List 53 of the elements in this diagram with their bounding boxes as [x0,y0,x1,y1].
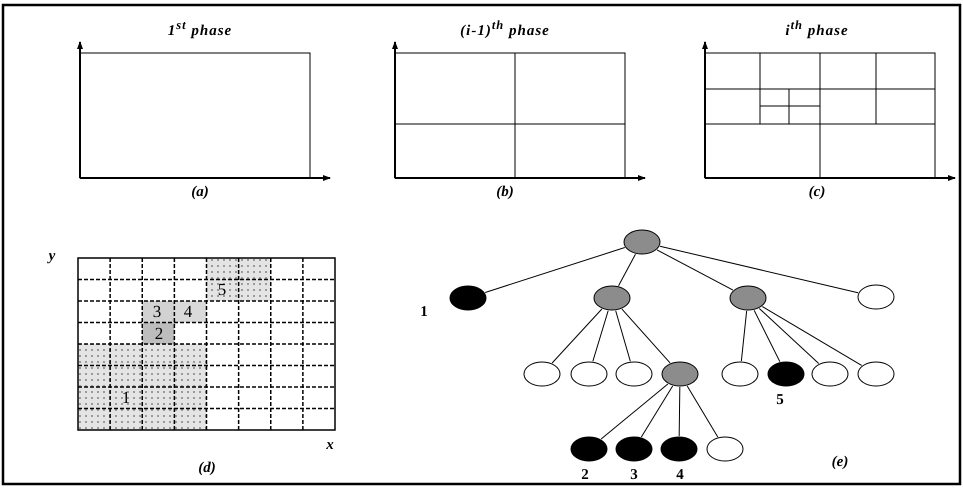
tree-edge [621,308,671,364]
tree-edge [740,310,748,362]
panel-title: 1$^{st}$ phase [168,17,232,39]
tree-node [570,436,608,462]
tree-edge [592,310,609,362]
tree-node [570,361,608,387]
tree-node [660,436,698,462]
tree-edge [762,306,862,366]
tree-node [449,285,487,311]
tree-node [857,284,895,310]
panel-title: i$^{th}$ phase [785,17,849,39]
node-number: 1 [420,304,428,320]
panel-label: (b) [496,184,514,200]
panel-label: (d) [198,460,216,476]
tree-node [706,436,744,462]
panel-label: (a) [191,184,209,200]
tree-edge [656,249,734,291]
region-number: 1 [122,390,130,406]
tree-edge [600,384,668,440]
region-number: 3 [152,304,162,320]
panel-label: (e) [832,454,848,470]
axis-label: x [326,437,334,453]
tree-node [593,285,631,311]
tree-node [729,285,767,311]
region-number: 2 [154,326,164,342]
node-number: 3 [630,467,638,483]
tree-edge [686,386,718,438]
tree-edge [484,247,626,293]
node-number: 2 [581,467,589,483]
panel-title: (i-1)$^{th}$ phase [460,17,550,39]
tree-node [857,361,895,387]
tree-edge [678,386,680,436]
tree-node [811,361,849,387]
tree-node [721,361,759,387]
axis-label: y [48,248,56,264]
tree-node [623,229,661,255]
tree-node [615,361,653,387]
node-number: 4 [676,467,684,483]
tree-edge [640,385,674,438]
panel-label: (c) [808,184,826,200]
tree-edge [618,254,636,286]
tree-node [661,361,699,387]
tree-node [523,361,561,387]
tree-edge [758,308,820,364]
tree-edge [659,246,859,294]
tree-edge [754,310,780,362]
tree-node [615,436,653,462]
region-number: 5 [218,282,226,298]
node-number: 5 [776,392,784,408]
region-number: 4 [184,304,192,320]
tree-node [767,361,805,387]
tree-edge [615,310,631,362]
tree-edge [552,308,602,364]
